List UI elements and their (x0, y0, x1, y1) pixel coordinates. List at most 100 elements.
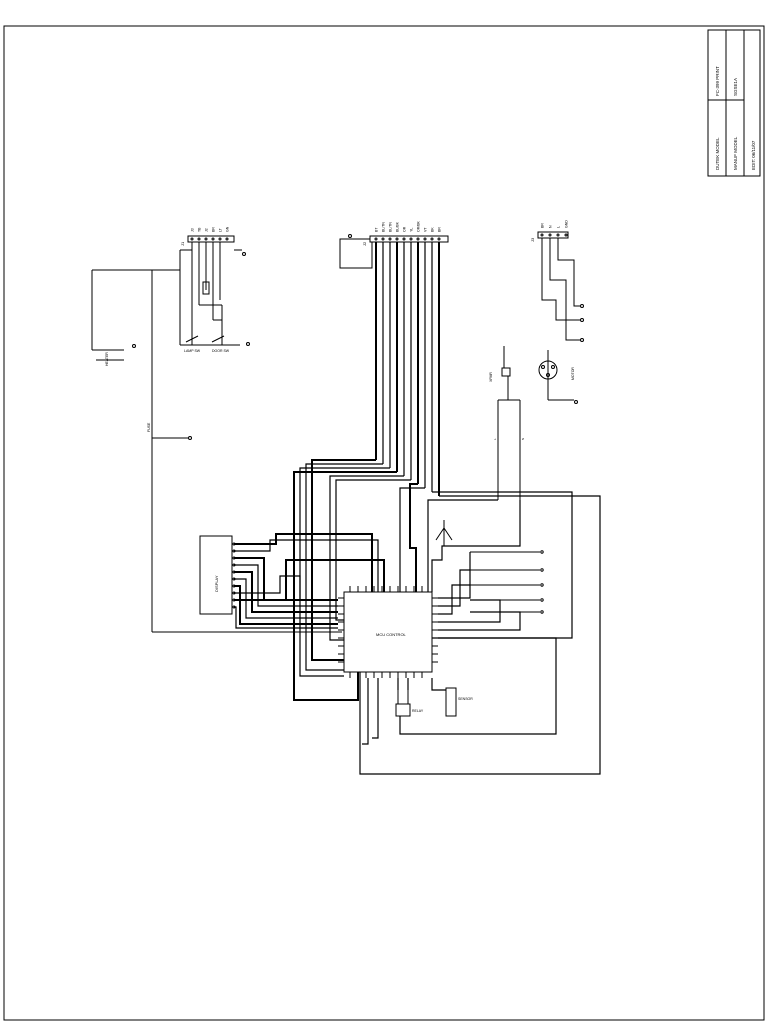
harness-wire (293, 471, 397, 701)
j3-pin (540, 233, 544, 237)
j2-pin-label: BR (438, 227, 442, 232)
title-row1-value: FC-399 PRINT (715, 66, 720, 96)
transformer-label: XFMR (489, 372, 493, 382)
sheet-border (3, 25, 765, 1021)
j3-pin-label: L (557, 226, 561, 228)
j2-pin-label: BL/TN (389, 222, 393, 232)
j2-pin-label: BL/BK (396, 221, 400, 232)
j2-pin-label: OR/BK (417, 220, 421, 232)
j1-pin-label: GN (226, 226, 230, 232)
display-wire (234, 575, 301, 600)
display-wire (234, 559, 385, 601)
io-wire (372, 678, 379, 739)
io-wire (362, 678, 369, 745)
display-wire (234, 533, 373, 592)
j2-pin (402, 237, 406, 241)
io-wire (431, 678, 446, 691)
sensor-label: SENSOR (458, 697, 473, 701)
j2-pin (423, 237, 427, 241)
harness-wire (359, 495, 601, 775)
j2-pin (395, 237, 399, 241)
j2-pin (437, 237, 441, 241)
harness-wire (409, 483, 418, 592)
j1-pin (225, 237, 229, 241)
j2-pin (381, 237, 385, 241)
switch-group: LAMP SW DOOR SW (184, 281, 250, 353)
connector-j1-label: J1 (180, 241, 185, 246)
title-row2-value: SGSE1A (733, 78, 738, 96)
io-wire (438, 584, 470, 615)
display-label: DISPLAY (214, 575, 219, 592)
motor-label: MOTOR (571, 367, 575, 380)
j1-pin (197, 237, 201, 241)
fuse-label: FUSE (147, 422, 151, 432)
relay-label: RELAY (412, 709, 424, 713)
harness-wire (432, 491, 573, 639)
relay: RELAY (395, 690, 424, 717)
j2-pin (430, 237, 434, 241)
j2-wire-bundle (293, 242, 601, 775)
j1-pin-label: J2 (205, 228, 209, 232)
j2-pin-label: BT (375, 227, 379, 232)
j3-pin-label: N (549, 225, 553, 228)
io-labels (470, 550, 544, 614)
display-wire (234, 606, 338, 629)
j1-pin (190, 237, 194, 241)
j3-pin (564, 233, 568, 237)
title-row2-label: MANUF MODEL (733, 136, 738, 170)
switch-lamp-label: LAMP SW (184, 349, 201, 353)
j2-pin-label: BL/TN (382, 222, 386, 232)
j3-pin-label: BR (541, 223, 545, 228)
j1-pin-label: J3 (191, 228, 195, 232)
j2-pin (374, 237, 378, 241)
supply-wire (427, 499, 498, 592)
display-wire (234, 571, 338, 613)
title-row1-label: DUTEK MODEL (715, 137, 720, 170)
display-wire (234, 564, 338, 607)
j1-pin (218, 237, 222, 241)
j2-pin (409, 237, 413, 241)
motor: MOTOR (538, 360, 575, 380)
supply-wire (431, 500, 521, 592)
j3-pin-label: GND (565, 220, 569, 228)
io-wire (438, 599, 501, 623)
display-wire (234, 578, 338, 619)
j2-pin-label: OR (403, 226, 407, 232)
main-control-ic: MCU CONTROL (338, 586, 438, 678)
io-wire (438, 611, 521, 631)
j2-pin (388, 237, 392, 241)
j1-pin-label: TB (198, 227, 202, 232)
display-module: DISPLAY (199, 535, 236, 615)
connector-j3-label: J3 (530, 237, 535, 242)
j2-pin-label: YL (410, 228, 414, 232)
main-ic-label: MCU CONTROL (376, 632, 407, 637)
j1-pin (204, 237, 208, 241)
j1-pin (211, 237, 215, 241)
transformer: XFMR L N (489, 346, 525, 500)
j1-pin-label: BR (212, 227, 216, 232)
harness-wire (305, 463, 383, 671)
j2-pin (416, 237, 420, 241)
io-wire (399, 637, 557, 735)
harness-wire (299, 467, 390, 677)
io-wire (438, 552, 471, 599)
harness-wire (335, 479, 411, 621)
j1-pin-label: LT (219, 227, 223, 232)
connector-j3: J3 BR N L GND (530, 220, 584, 404)
svg-text:N: N (521, 438, 525, 440)
j2-pin-label: VT (424, 227, 428, 232)
j2-pin-label: BK (431, 227, 435, 232)
main-harness (234, 499, 557, 745)
j3-pin (556, 233, 560, 237)
io-wire (438, 569, 470, 607)
title-block: DUTEK MODEL FC-399 PRINT MANUF MODEL SGS… (707, 29, 761, 177)
heater-label: HEATER (105, 352, 109, 366)
display-wire (234, 585, 338, 625)
title-row3-label: EDIT: 06/11/07 (751, 140, 756, 170)
sensor: SENSOR (445, 687, 473, 717)
door-switch-label: DOOR SW (212, 349, 230, 353)
connector-j2-label: J2 (362, 241, 367, 246)
